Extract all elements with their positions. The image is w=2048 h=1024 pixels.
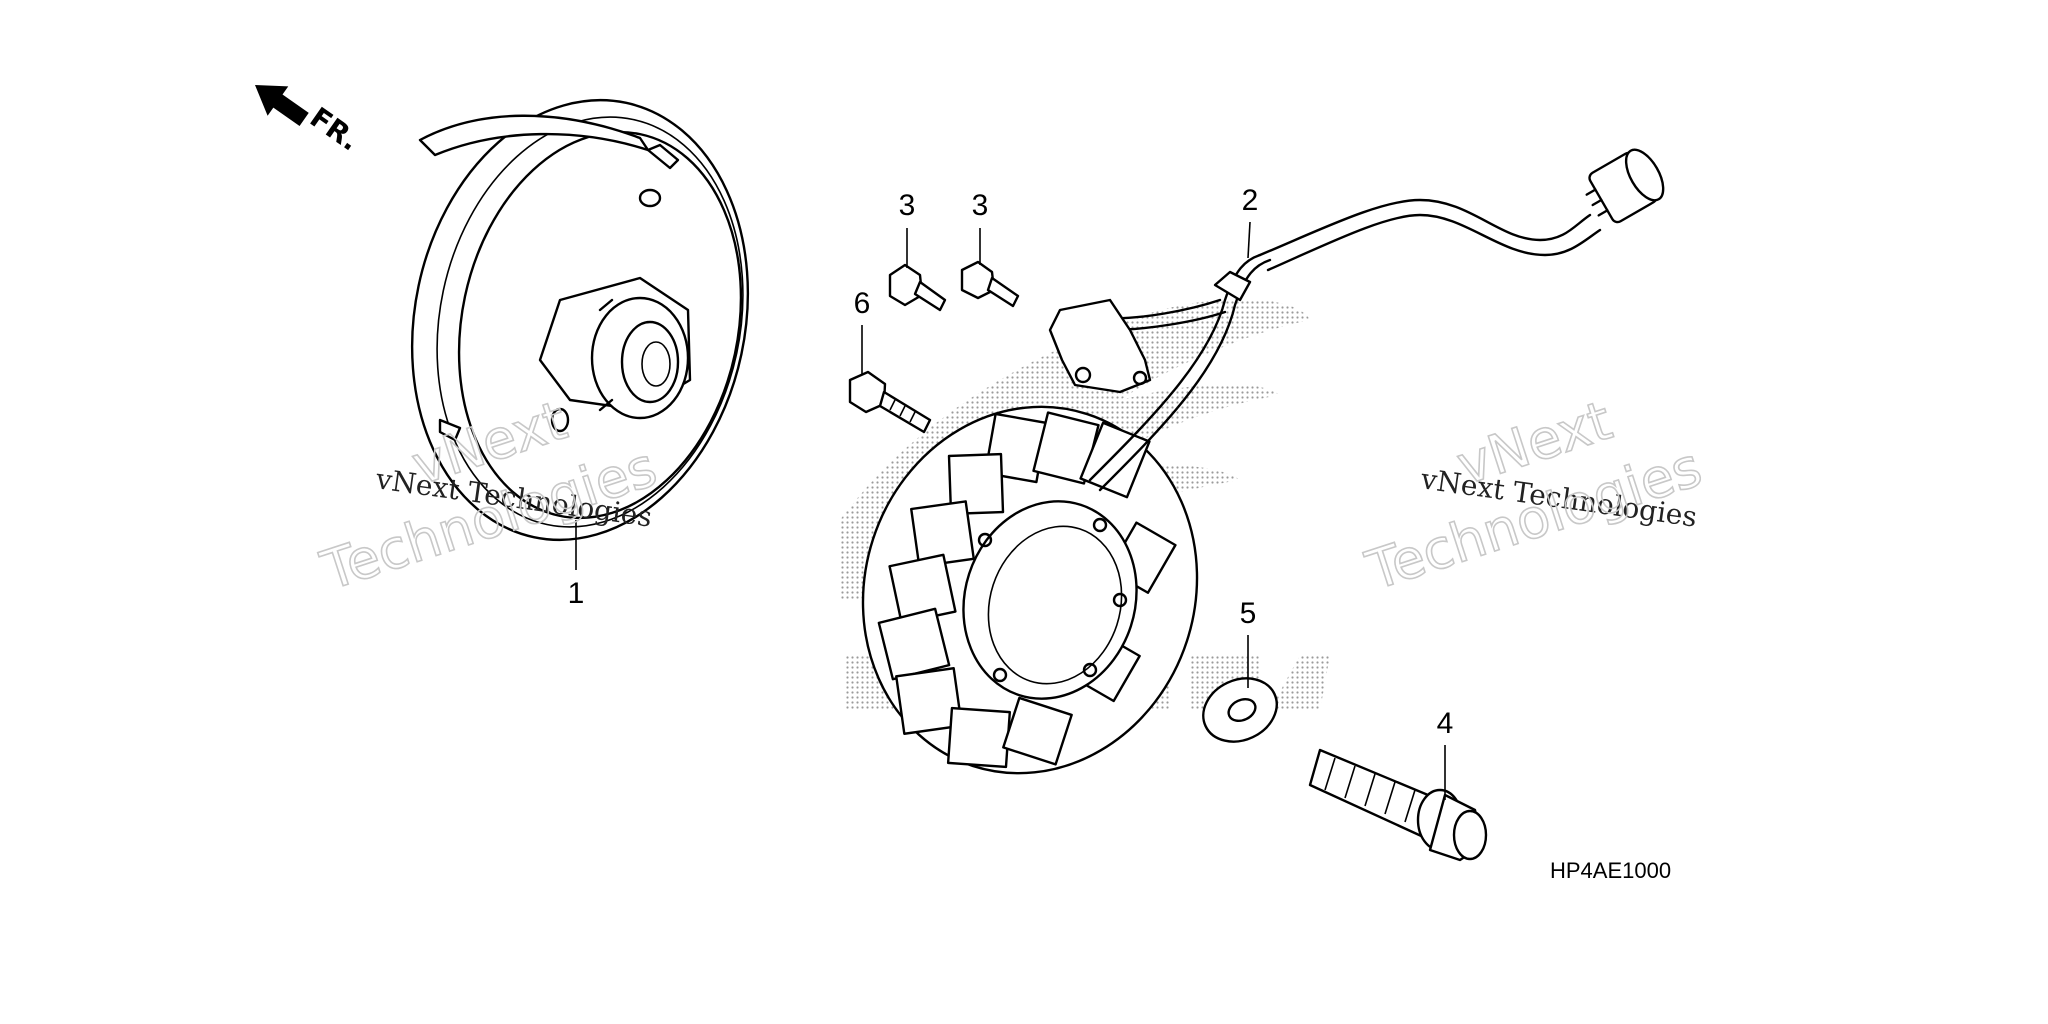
arrow-icon	[255, 85, 309, 126]
harness-wire	[1088, 253, 1262, 482]
harness-connector	[1585, 148, 1665, 224]
callout-3b: 3	[972, 189, 989, 222]
flywheel-rim-inner	[436, 116, 744, 528]
washer	[1202, 677, 1278, 743]
watermark-right: vNext Technologies vNext Technologies	[1358, 388, 1710, 604]
front-direction-arrow: FR.	[255, 85, 365, 158]
callout-2: 2	[1242, 184, 1259, 217]
stator-assembly	[861, 148, 1665, 775]
flywheel-face	[457, 130, 743, 520]
callouts: 1 2 3 3 4 5 6	[568, 184, 1454, 740]
callout-6: 6	[854, 287, 871, 320]
flywheel	[410, 98, 750, 542]
harness-grommet	[1213, 270, 1252, 302]
flange-bolt	[1308, 748, 1488, 862]
callout-5: 5	[1240, 597, 1257, 630]
callout-1: 1	[568, 577, 585, 610]
callout-4: 4	[1437, 707, 1454, 740]
stator-bolt	[848, 370, 932, 434]
stator-bore	[962, 500, 1138, 700]
drawing-code: HP4AE1000	[1550, 858, 1671, 883]
flywheel-tab	[646, 143, 680, 170]
pulser-coil	[1048, 298, 1152, 394]
callout-3a: 3	[899, 189, 916, 222]
leader-lines	[575, 221, 1446, 800]
direction-label: FR.	[304, 101, 365, 158]
pulser-bolt-a	[888, 263, 947, 312]
pulser-bolt-b	[960, 260, 1020, 308]
